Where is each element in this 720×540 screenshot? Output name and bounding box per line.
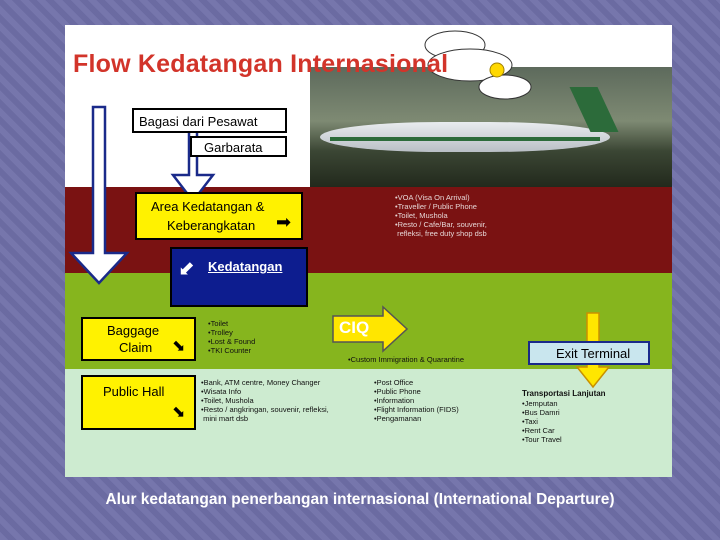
slide-caption: Alur kedatangan penerbangan internasiona… xyxy=(105,491,615,508)
box-baggage-claim: Baggage Claim ⬊ xyxy=(81,317,196,361)
arrow-right-icon: ➡ xyxy=(276,212,292,232)
box-exit-terminal: Exit Terminal xyxy=(528,341,650,365)
public-hall-facilities-col2: •Post Office •Public Phone •Information … xyxy=(374,378,459,423)
airplane-stripe xyxy=(330,137,600,141)
slide: Flow Kedatangan Internasional Bagasi dar… xyxy=(65,25,672,477)
arrow-down-right-icon: ⬊ xyxy=(172,338,186,355)
box-bagasi: Bagasi dari Pesawat xyxy=(132,108,287,133)
arrival-arrow-icon: ⬋ xyxy=(178,258,195,280)
baggage-facilities-list: •Toilet •Trolley •Lost & Found •TKI Coun… xyxy=(208,319,256,355)
box-garbarata: Garbarata xyxy=(190,136,287,157)
box-bagasi-label: Bagasi dari Pesawat xyxy=(139,114,258,129)
box-public-hall-label: Public Hall xyxy=(103,384,165,399)
box-exit-label: Exit Terminal xyxy=(556,346,631,361)
box-kedatangan-label: Kedatangan xyxy=(208,259,283,274)
area-facilities-list: •VOA (Visa On Arrival) •Traveller / Publ… xyxy=(395,193,487,238)
public-hall-facilities-col1: •Bank, ATM centre, Money Changer •Wisata… xyxy=(201,378,329,423)
ciq-label: CIQ xyxy=(339,318,370,337)
box-baggage-label-line2: Claim xyxy=(119,340,153,355)
arrow-big-left xyxy=(68,105,130,285)
box-kedatangan: ⬋ Kedatangan xyxy=(170,247,308,307)
box-area-label-line2: Keberangkatan xyxy=(167,218,256,233)
transport-list: •Jemputan •Bus Damri •Taxi •Rent Car •To… xyxy=(522,399,562,444)
box-public-hall: Public Hall ⬊ xyxy=(81,375,196,430)
ciq-note: •Custom Immigration & Quarantine xyxy=(348,355,465,364)
box-area-kedatangan: Area Kedatangan & Keberangkatan ➡ xyxy=(135,192,303,240)
page-title: Flow Kedatangan Internasional xyxy=(73,50,449,78)
cloud-sun-icon xyxy=(424,30,532,100)
box-garbarata-label: Garbarata xyxy=(204,140,263,155)
box-baggage-label-line1: Baggage xyxy=(107,323,160,338)
box-area-label-line1: Area Kedatangan & xyxy=(151,199,265,214)
arrow-ciq xyxy=(332,305,409,353)
arrow-down-right-icon: ⬊ xyxy=(172,404,186,421)
transport-title: Transportasi Lanjutan xyxy=(522,389,606,398)
